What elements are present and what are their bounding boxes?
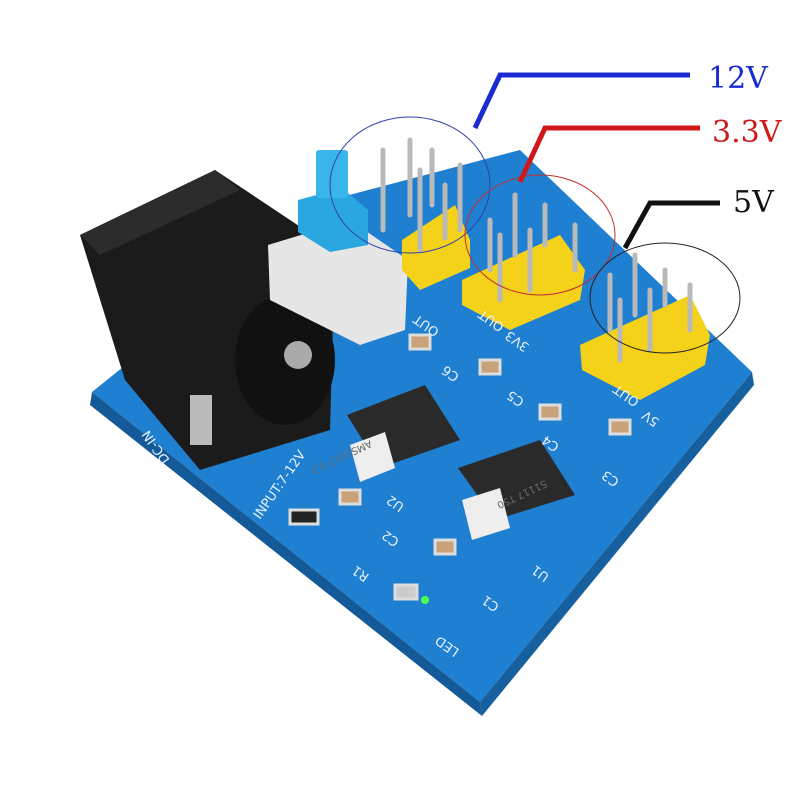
- led: [421, 596, 429, 604]
- smd-components: [288, 333, 632, 601]
- label-3v3: 3.3V: [712, 115, 783, 150]
- pcb-board-edge: [90, 392, 482, 716]
- regulator-u1: S1117 T50: [458, 440, 575, 540]
- pcb-board-edge-right: [480, 372, 754, 716]
- label-12v: 12V: [708, 61, 769, 96]
- header-12v: [380, 137, 470, 290]
- header-3v3: [462, 192, 585, 330]
- push-switch: [268, 150, 408, 345]
- annotation-12v: 12V: [329, 61, 769, 254]
- label-5v: 5V: [733, 185, 775, 220]
- header-5v: [580, 252, 710, 400]
- switch-button: [298, 188, 368, 252]
- annotation-5v: 5V: [589, 185, 775, 354]
- regulator-u2: AMS1117 3.3: [309, 385, 460, 482]
- annotation-3v3: 3.3V: [464, 115, 783, 296]
